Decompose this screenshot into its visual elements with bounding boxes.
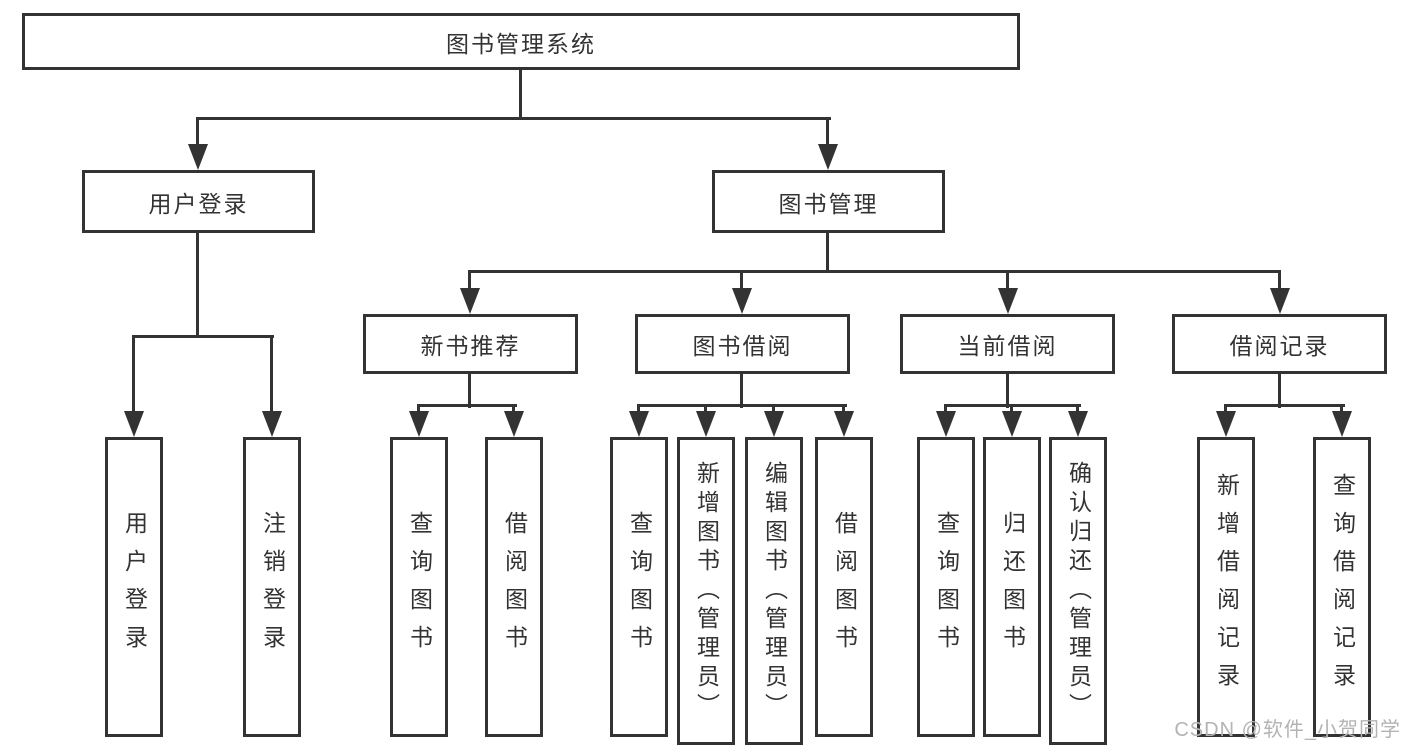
arrowhead-borrow-record — [1270, 288, 1290, 314]
arrowhead-bb2 — [696, 411, 716, 437]
leaf-query-books-recommend: 查询图书 — [390, 437, 448, 737]
connector-currentborrow-stem — [1006, 374, 1009, 408]
leaf-borrow-books: 借阅图书 — [815, 437, 873, 737]
leaf-edit-book-admin: 编辑图书（管理员） — [745, 437, 803, 745]
arrowhead-bb1 — [629, 411, 649, 437]
leaf-confirm-return-admin: 确认归还（管理员） — [1049, 437, 1107, 745]
arrowhead-nb1 — [409, 411, 429, 437]
arrowhead-br1 — [1216, 411, 1236, 437]
arrowhead-current-borrow — [998, 288, 1018, 314]
connector-login-branch — [132, 335, 274, 338]
node-borrow-record: 借阅记录 — [1172, 314, 1387, 374]
leaf-query-books-current: 查询图书 — [917, 437, 975, 737]
node-user-login: 用户登录 — [82, 170, 315, 233]
csdn-watermark: CSDN @软件_小贺同学 — [1174, 719, 1401, 741]
connector-arrow-stem-book-borrow — [740, 273, 743, 291]
arrowhead-cb3 — [1068, 411, 1088, 437]
connector-arrow-stem-login-leaf2 — [270, 338, 273, 416]
leaf-logout: 注销登录 — [243, 437, 301, 737]
leaf-query-borrow-record: 查询借阅记录 — [1313, 437, 1371, 737]
connector-root-branch — [196, 117, 831, 120]
node-new-book-recommend: 新书推荐 — [363, 314, 578, 374]
connector-login-stem — [196, 233, 199, 337]
node-book-borrow: 图书借阅 — [635, 314, 850, 374]
connector-root-stem — [519, 70, 522, 120]
connector-mgmt-branch — [468, 270, 1281, 273]
connector-bookborrow-branch — [637, 404, 847, 407]
leaf-add-borrow-record: 新增借阅记录 — [1197, 437, 1255, 737]
arrowhead-book-mgmt — [818, 144, 838, 170]
connector-borrowrecord-stem — [1278, 374, 1281, 408]
connector-arrow-stem-new-book — [468, 273, 471, 291]
connector-arrow-stem-login-leaf1 — [132, 338, 135, 416]
leaf-user-login: 用户登录 — [105, 437, 163, 737]
arrowhead-bb3 — [764, 411, 784, 437]
arrowhead-bb4 — [834, 411, 854, 437]
connector-arrow-stem-book-mgmt — [826, 120, 829, 150]
arrowhead-user-login — [188, 144, 208, 170]
arrowhead-login-leaf1 — [124, 411, 144, 437]
node-current-borrow: 当前借阅 — [900, 314, 1115, 374]
arrowhead-cb2 — [1002, 411, 1022, 437]
connector-arrow-stem-borrow-record — [1278, 273, 1281, 291]
leaf-return-book: 归还图书 — [983, 437, 1041, 737]
arrowhead-login-leaf2 — [262, 411, 282, 437]
leaf-add-book-admin: 新增图书（管理员） — [677, 437, 735, 745]
connector-arrow-stem-user-login — [196, 120, 199, 150]
node-library-system: 图书管理系统 — [22, 13, 1020, 70]
leaf-query-books-borrow: 查询图书 — [610, 437, 668, 737]
arrowhead-nb2 — [504, 411, 524, 437]
connector-newbook-stem — [468, 374, 471, 408]
arrowhead-br2 — [1332, 411, 1352, 437]
leaf-borrow-books-recommend: 借阅图书 — [485, 437, 543, 737]
connector-currentborrow-branch — [944, 404, 1081, 407]
connector-newbook-branch — [417, 404, 517, 407]
connector-mgmt-stem — [826, 233, 829, 273]
arrowhead-book-borrow — [732, 288, 752, 314]
arrowhead-new-book — [460, 288, 480, 314]
connector-arrow-stem-current-borrow — [1006, 273, 1009, 291]
connector-borrowrecord-branch — [1224, 404, 1345, 407]
node-book-management: 图书管理 — [712, 170, 945, 233]
connector-bookborrow-stem — [740, 374, 743, 408]
arrowhead-cb1 — [936, 411, 956, 437]
